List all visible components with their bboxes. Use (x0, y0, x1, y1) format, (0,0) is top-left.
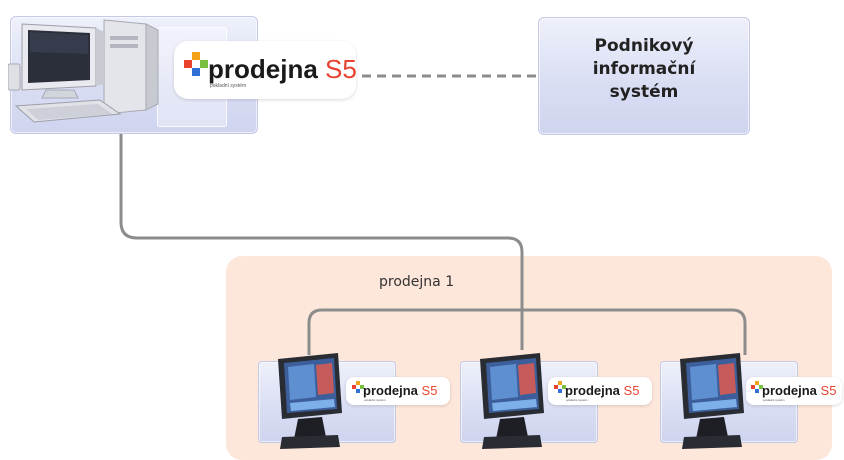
erp-line-2: informační (592, 59, 696, 79)
logo-version: S5 (820, 383, 837, 398)
terminal-3: prodejna S5 pokladní systém (660, 353, 844, 451)
logo-tagline: pokladní systém (566, 398, 588, 402)
terminal-bus-cable (307, 308, 747, 355)
erp-line-3: systém (609, 82, 679, 102)
terminal-logo-text: prodejna S5 (762, 384, 836, 398)
logo-tagline: pokladní systém (210, 83, 247, 89)
server-logo-text: prodejna S5 (208, 55, 357, 83)
logo-version: S5 (623, 383, 640, 398)
erp-card: Podnikový informační systém (538, 17, 750, 135)
logo-brand: prodejna (565, 383, 620, 398)
desktop-computer-icon (8, 19, 159, 123)
logo-brand: prodejna (208, 54, 318, 84)
terminal-logo-badge: prodejna S5 pokladní systém (548, 377, 652, 405)
logo-version: S5 (421, 383, 438, 398)
prodejna-logo-icon (751, 381, 763, 393)
prodejna-logo-icon (184, 52, 208, 76)
terminal-1: prodejna S5 pokladní systém (258, 353, 452, 451)
erp-line-1: Podnikový (594, 36, 694, 56)
logo-tagline: pokladní systém (364, 398, 386, 402)
server-logo-badge: prodejna S5 pokladní systém (174, 41, 357, 99)
pos-terminal-icon (480, 353, 544, 449)
terminal-logo-badge: prodejna S5 pokladní systém (746, 377, 842, 405)
prodejna-logo-icon (554, 381, 566, 393)
server-to-store-cable (119, 130, 524, 350)
pos-terminal-icon (680, 353, 744, 449)
terminal-2: prodejna S5 pokladní systém (460, 353, 654, 451)
terminal-logo-badge: prodejna S5 pokladní systém (346, 377, 450, 405)
terminal-logo-text: prodejna S5 (565, 384, 639, 398)
logo-brand: prodejna (762, 383, 817, 398)
pos-terminal-icon (278, 353, 342, 449)
prodejna-logo-icon (352, 381, 364, 393)
terminal-logo-text: prodejna S5 (363, 384, 437, 398)
logo-tagline: pokladní systém (763, 398, 785, 402)
logo-brand: prodejna (363, 383, 418, 398)
store-label: prodejna 1 (379, 274, 455, 290)
logo-version: S5 (325, 54, 357, 84)
